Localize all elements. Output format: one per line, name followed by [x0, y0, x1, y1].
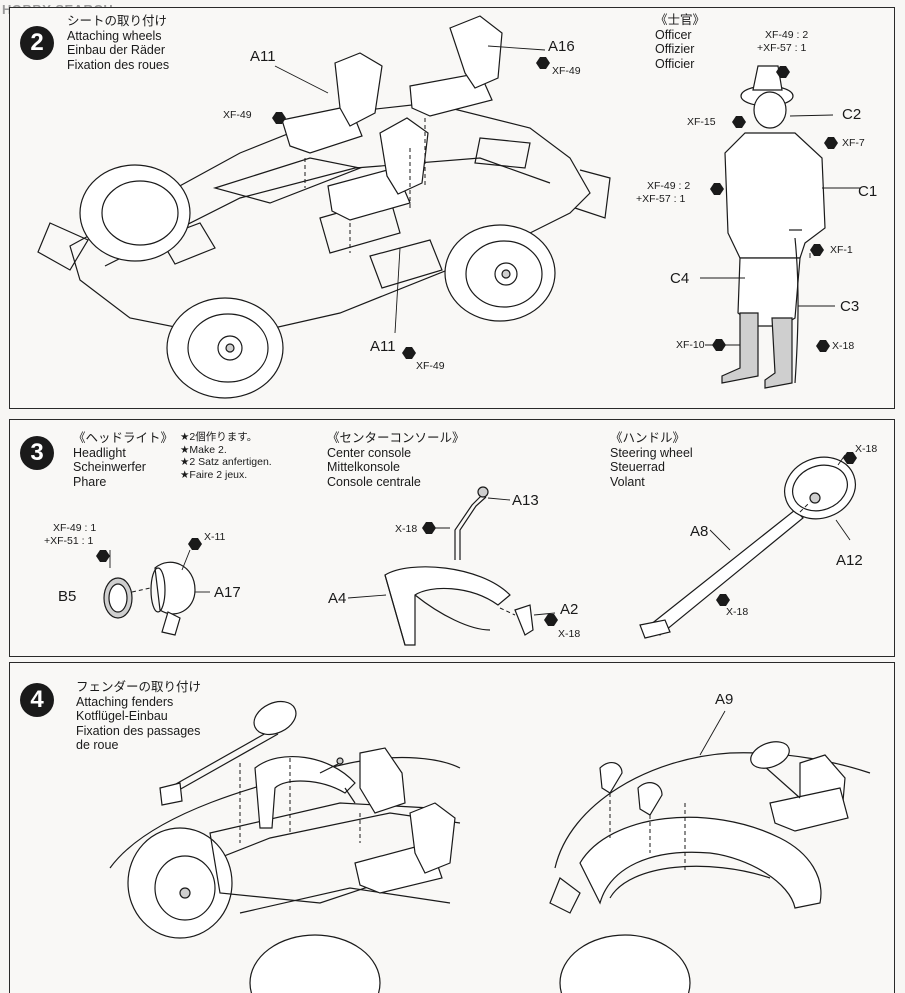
paint-a16-label: XF-49 — [552, 65, 581, 77]
step-3-panel: 3 《ヘッドライト》 Headlight Scheinwerfer Phare … — [9, 419, 895, 657]
headlight-note: ★2個作ります。 ★Make 2. ★2 Satz anfertigen. ★F… — [180, 431, 272, 481]
part-a9-label: A9 — [715, 691, 734, 708]
step-3-drawings — [96, 452, 857, 646]
part-a16-label: A16 — [548, 38, 575, 55]
steering-wheel-title: 《ハンドル》 Steering wheel Steuerrad Volant — [610, 431, 693, 489]
part-a11-bottom-label: A11 — [370, 338, 396, 355]
part-a13-label: A13 — [512, 492, 539, 509]
headlight-paint-3: X-11 — [204, 531, 226, 543]
headlight-title: 《ヘッドライト》 Headlight Scheinwerfer Phare — [73, 431, 174, 489]
step-2-title: シートの取り付け Attaching wheels Einbau der Räd… — [67, 14, 170, 72]
part-a17-label: A17 — [214, 584, 241, 601]
step-2-panel: 2 シートの取り付け Attaching wheels Einbau der R… — [9, 7, 895, 409]
wheel-paint-1: X-18 — [855, 443, 878, 455]
officer-title: 《士官》 Officer Offizier Officier — [655, 13, 706, 71]
step-4-panel: 4 フェンダーの取り付け Attaching fenders Kotflügel… — [9, 662, 895, 993]
part-c3-label: C3 — [840, 298, 860, 315]
paint-face: XF-15 — [687, 116, 716, 128]
part-c2-label: C2 — [842, 106, 862, 123]
headlight-paint-1: XF-49 : 1 — [53, 522, 97, 534]
part-a11-top-label: A11 — [250, 48, 276, 65]
paint-uniform-1: XF-49 : 2 — [647, 180, 691, 192]
console-title: 《センターコンソール》 Center console Mittelkonsole… — [327, 431, 465, 489]
part-b5-label: B5 — [58, 588, 77, 605]
paint-stick: XF-1 — [830, 244, 853, 256]
part-a8-label: A8 — [690, 523, 709, 540]
step-3-number: 3 — [20, 436, 54, 470]
paint-cane: X-18 — [832, 340, 855, 352]
console-paint-2: X-18 — [558, 628, 581, 640]
step-2-number: 2 — [20, 26, 54, 60]
paint-a11-top-label: XF-49 — [223, 109, 252, 121]
paint-boots: XF-10 — [676, 339, 705, 351]
vehicle-seats-drawing — [37, 15, 860, 399]
part-a4-label: A4 — [328, 590, 347, 607]
part-a12-label: A12 — [836, 552, 863, 569]
paint-collar: XF-7 — [842, 137, 865, 149]
step-4-title: フェンダーの取り付け Attaching fenders Kotflügel-E… — [76, 680, 202, 752]
paint-uniform-2: +XF-57 : 1 — [636, 193, 686, 205]
part-c1-label: C1 — [858, 183, 878, 200]
wheel-paint-2: X-18 — [726, 606, 749, 618]
paint-a11-bottom-label: XF-49 — [416, 360, 445, 372]
part-a2-label: A2 — [560, 601, 579, 618]
part-c4-label: C4 — [670, 270, 690, 287]
step-4-number: 4 — [20, 683, 54, 717]
step-4-drawings — [109, 700, 871, 993]
paint-helmet-2: +XF-57 : 1 — [757, 42, 807, 54]
console-paint-1: X-18 — [395, 523, 418, 535]
paint-helmet-1: XF-49 : 2 — [765, 29, 809, 41]
headlight-paint-2: +XF-51 : 1 — [44, 535, 94, 547]
